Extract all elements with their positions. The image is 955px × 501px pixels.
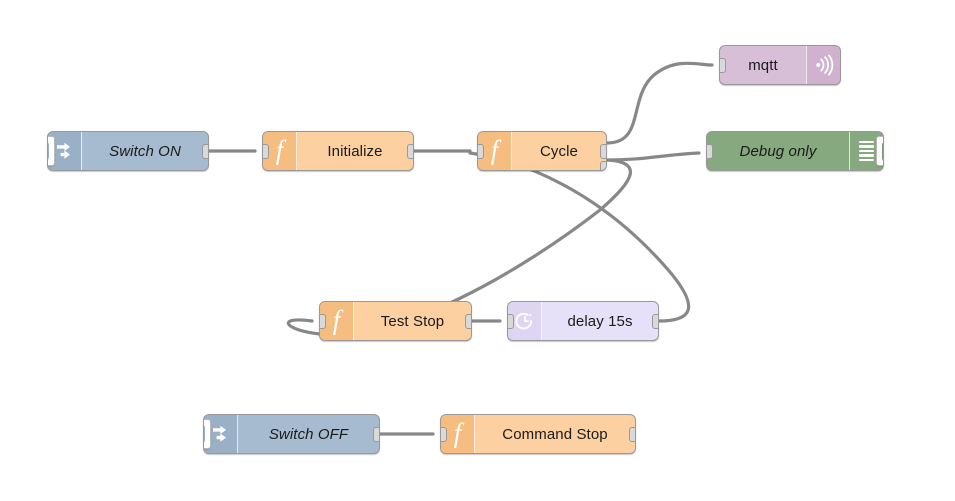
inject-trigger-knob (204, 424, 205, 444)
wire-cycle-to-debug-only[interactable] (605, 151, 701, 162)
node-delay-15s[interactable]: delay 15s (507, 301, 659, 341)
function-f-icon: f (453, 417, 462, 448)
node-label-test-stop: Test Stop (380, 312, 445, 330)
node-label-delay-15s: delay 15s (567, 312, 633, 330)
node-switch-off[interactable]: Switch OFF (203, 414, 380, 454)
node-initialize[interactable]: f Initialize (262, 131, 414, 171)
node-switch-on[interactable]: Switch ON (47, 131, 209, 171)
input-port-cycle[interactable] (478, 143, 484, 159)
node-debug-only[interactable]: Debug only (706, 131, 884, 171)
wire-delay-15s-to-cycle[interactable] (468, 151, 691, 323)
input-port-command-stop[interactable] (441, 426, 447, 442)
output-port-cycle-1[interactable] (600, 144, 606, 159)
node-command-stop[interactable]: f Command Stop (440, 414, 636, 454)
node-label-switch-on: Switch ON (109, 142, 181, 160)
stopwatch-icon (514, 312, 532, 330)
node-icon-mqtt (806, 46, 840, 84)
node-label-command-stop: Command Stop (502, 425, 608, 443)
input-port-test-stop[interactable] (320, 313, 326, 329)
function-f-icon: f (490, 134, 499, 165)
inject-trigger-button-switch-on[interactable] (48, 136, 55, 166)
node-label-mqtt: mqtt (748, 56, 778, 74)
node-label-cycle: Cycle (539, 142, 578, 160)
wire-cycle-to-mqtt[interactable] (605, 61, 714, 145)
input-port-debug-only[interactable] (707, 143, 713, 159)
inject-trigger-button-switch-off[interactable] (204, 419, 211, 449)
function-f-icon: f (332, 304, 341, 335)
output-port-initialize-1[interactable] (407, 143, 413, 159)
output-port-switch-on-1[interactable] (202, 143, 208, 159)
node-label-debug-only: Debug only (739, 142, 817, 160)
node-cycle[interactable]: f Cycle (477, 131, 607, 171)
function-f-icon: f (275, 134, 284, 165)
inject-arrow-icon (56, 142, 70, 159)
output-port-switch-off-1[interactable] (373, 426, 379, 442)
debug-toggle-knob (881, 140, 883, 162)
node-test-stop[interactable]: f Test Stop (319, 301, 472, 341)
node-mqtt[interactable]: mqtt (719, 45, 841, 85)
inject-trigger-knob (48, 141, 49, 161)
output-port-test-stop-1[interactable] (465, 313, 471, 329)
debug-toggle-button-debug-only[interactable] (876, 136, 883, 166)
input-port-mqtt[interactable] (720, 57, 726, 73)
node-label-initialize: Initialize (327, 142, 383, 160)
input-port-initialize[interactable] (263, 143, 269, 159)
output-port-command-stop-1[interactable] (629, 426, 635, 442)
debug-lines-icon (859, 141, 874, 161)
output-port-cycle-2[interactable] (600, 161, 606, 170)
input-port-delay-15s[interactable] (508, 313, 514, 329)
node-label-switch-off: Switch OFF (268, 425, 349, 443)
mqtt-broadcast-icon (815, 54, 833, 76)
inject-arrow-icon (212, 425, 226, 442)
output-port-delay-15s-1[interactable] (652, 313, 658, 329)
